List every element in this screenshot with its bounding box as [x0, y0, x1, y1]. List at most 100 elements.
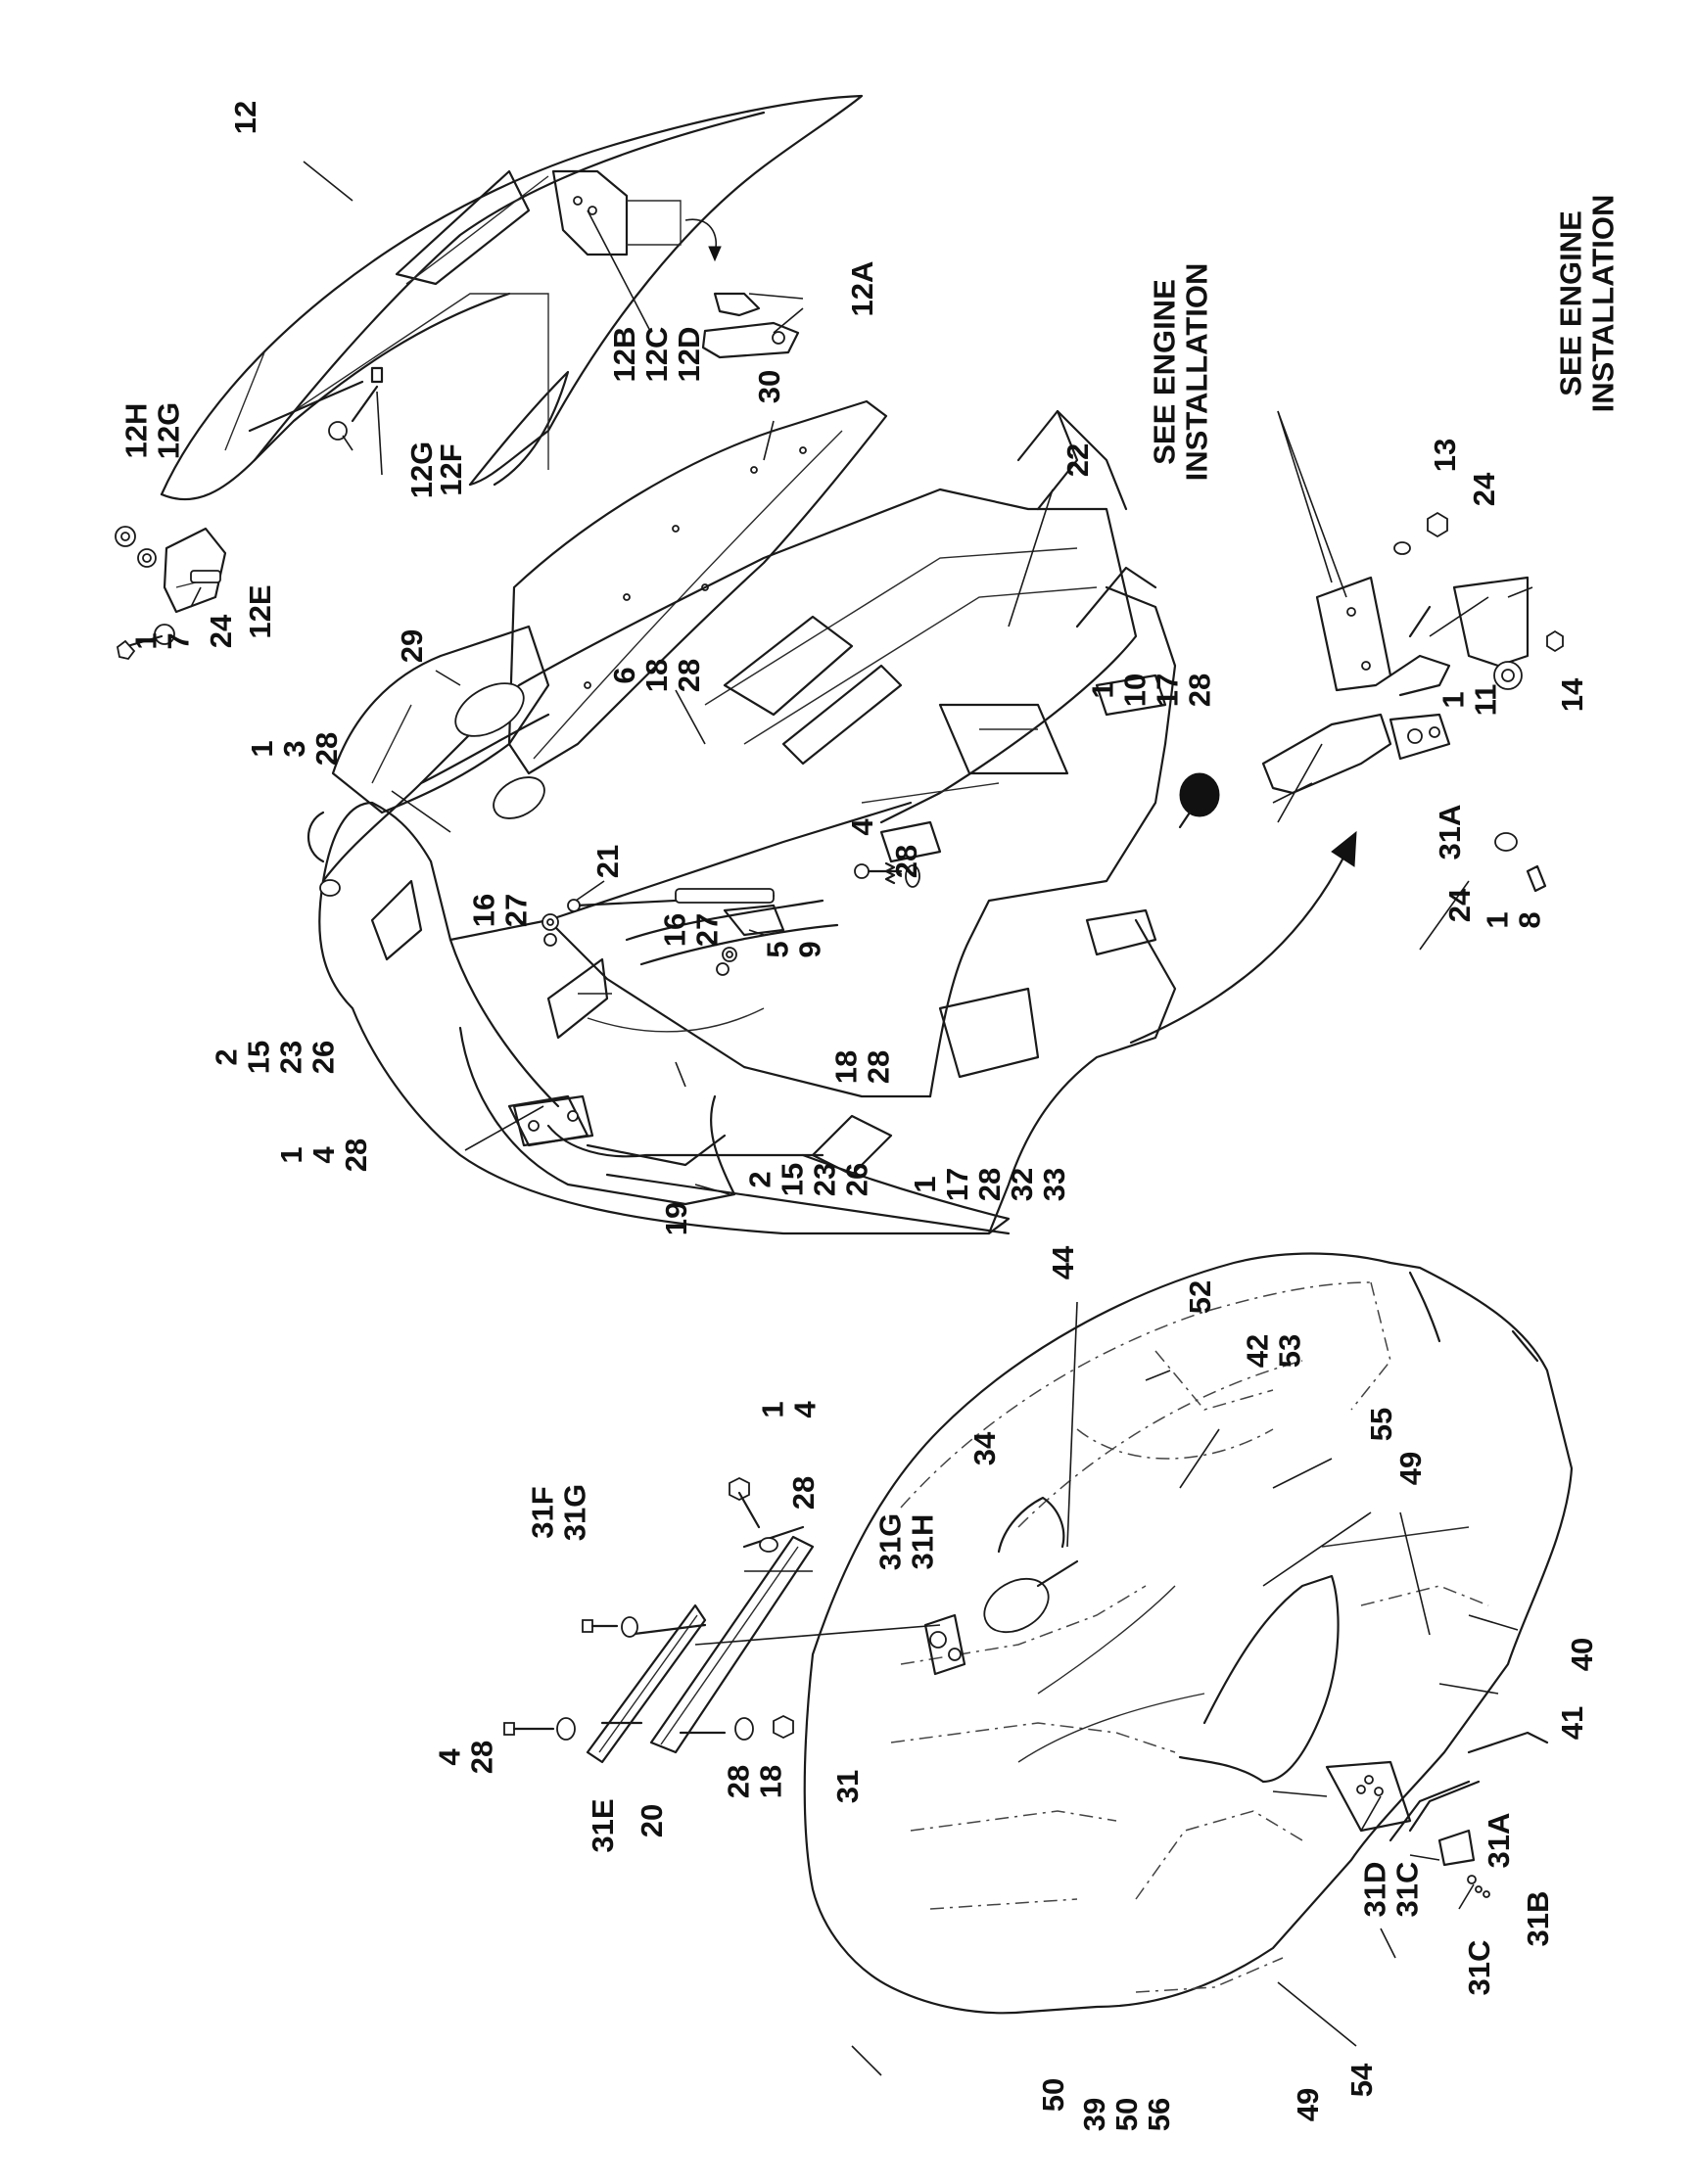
- callout-text: 17: [1151, 674, 1185, 707]
- callout-text: 34: [967, 1431, 1002, 1465]
- callout-text: 15: [242, 1041, 276, 1074]
- callout-text: 31G: [873, 1513, 908, 1571]
- callout-text: 31A: [1482, 1813, 1516, 1869]
- hood-latch-12a: [701, 292, 800, 359]
- callout-text: 24: [1442, 888, 1477, 922]
- callout-text: 14: [1555, 677, 1589, 712]
- callout-c05: 12G: [404, 441, 439, 499]
- callout-text: 15: [776, 1163, 810, 1196]
- callout-c02: 12A: [845, 261, 879, 317]
- hood-part: [160, 94, 864, 501]
- latch-31a-upper: [1261, 713, 1547, 893]
- callout-text: 26: [840, 1163, 874, 1196]
- main-frame: [307, 409, 1177, 1235]
- callout-text: 12D: [672, 327, 706, 383]
- callout-text: 1: [274, 1146, 308, 1163]
- assembly-arrow: [1129, 830, 1357, 1045]
- callout-c44: 34: [967, 1431, 1002, 1465]
- callout-c33: 24: [1442, 888, 1477, 922]
- callout-text: 3: [277, 740, 311, 757]
- callout-c42: 14: [756, 1401, 823, 1418]
- callout-text: 28: [972, 1168, 1007, 1201]
- callout-c34: 18: [1481, 911, 1547, 928]
- callout-c11: 22: [1060, 443, 1095, 477]
- callout-text: 16: [658, 913, 692, 947]
- callout-c41: 41: [1555, 1706, 1589, 1740]
- callout-text: 7: [162, 632, 196, 649]
- callout-c31: 14: [1555, 677, 1589, 712]
- callout-text: 23: [808, 1163, 842, 1196]
- callout-c10: 30: [752, 370, 786, 403]
- callout-c15: 21: [590, 845, 625, 878]
- callout-text: 4: [845, 818, 879, 836]
- callout-text: 12C: [639, 327, 674, 383]
- callout-c52: 50: [1036, 2078, 1070, 2112]
- callout-c51: 31: [830, 1770, 865, 1803]
- callout-text: 12G: [404, 441, 439, 499]
- callout-c07: 17: [129, 632, 196, 649]
- callout-c29: 24: [1467, 472, 1501, 506]
- callout-c39: 49: [1393, 1452, 1428, 1485]
- callout-c06: 12F: [434, 443, 468, 495]
- callout-c08: 24: [204, 614, 238, 648]
- callout-text: 28: [1183, 674, 1217, 707]
- callout-text: 1: [1086, 681, 1120, 698]
- callout-c20: 59: [761, 941, 827, 957]
- callout-text: 53: [1273, 1334, 1307, 1368]
- callout-text: 24: [204, 614, 238, 648]
- callout-text: 18: [754, 1765, 788, 1798]
- callout-text: 12H: [119, 403, 154, 459]
- callout-text: 27: [690, 913, 725, 947]
- callout-c28: 13: [1428, 439, 1462, 472]
- callout-c01: 12: [228, 101, 262, 134]
- callout-text: 28: [339, 1138, 373, 1172]
- callout-text: 28: [309, 732, 344, 766]
- knob-10: [1178, 772, 1220, 829]
- callout-text: 28: [786, 1476, 821, 1510]
- callout-text: 28: [722, 1765, 756, 1798]
- note-text: INSTALLATION: [1586, 195, 1621, 413]
- callout-c36: 52: [1183, 1280, 1217, 1314]
- seat-hinge-31h: [923, 1613, 966, 1676]
- callout-text: 20: [635, 1804, 669, 1837]
- callout-text: 31F: [526, 1486, 560, 1538]
- callout-text: 6: [607, 667, 641, 683]
- callout-text: 31E: [586, 1798, 620, 1852]
- engine-bracket-lower: [1452, 576, 1564, 690]
- callout-text: 12B: [607, 327, 641, 383]
- callout-text: 12F: [434, 443, 468, 495]
- callout-text: 9: [793, 941, 827, 957]
- callout-text: 4: [306, 1146, 341, 1164]
- callout-text: 44: [1046, 1245, 1080, 1279]
- callout-c32: 31A: [1433, 805, 1467, 860]
- callout-c18: 4: [845, 818, 879, 836]
- callout-text: 28: [889, 845, 923, 878]
- callout-text: 10: [1118, 674, 1153, 707]
- callout-c12: 29: [395, 629, 429, 663]
- callout-text: 19: [659, 1202, 693, 1235]
- callout-text: 39: [1077, 2098, 1111, 2131]
- side-panel-30: [507, 399, 888, 775]
- note-text: INSTALLATION: [1180, 263, 1214, 482]
- callout-text: 1: [129, 632, 164, 649]
- callout-text: 12E: [243, 584, 277, 638]
- callout-text: 31G: [558, 1484, 592, 1542]
- callout-c55: 54: [1344, 2063, 1379, 2097]
- callout-text: 29: [395, 629, 429, 663]
- leader-lines: [190, 161, 1533, 2076]
- callout-text: 31A: [1433, 805, 1467, 860]
- callout-text: 31D: [1358, 1862, 1392, 1918]
